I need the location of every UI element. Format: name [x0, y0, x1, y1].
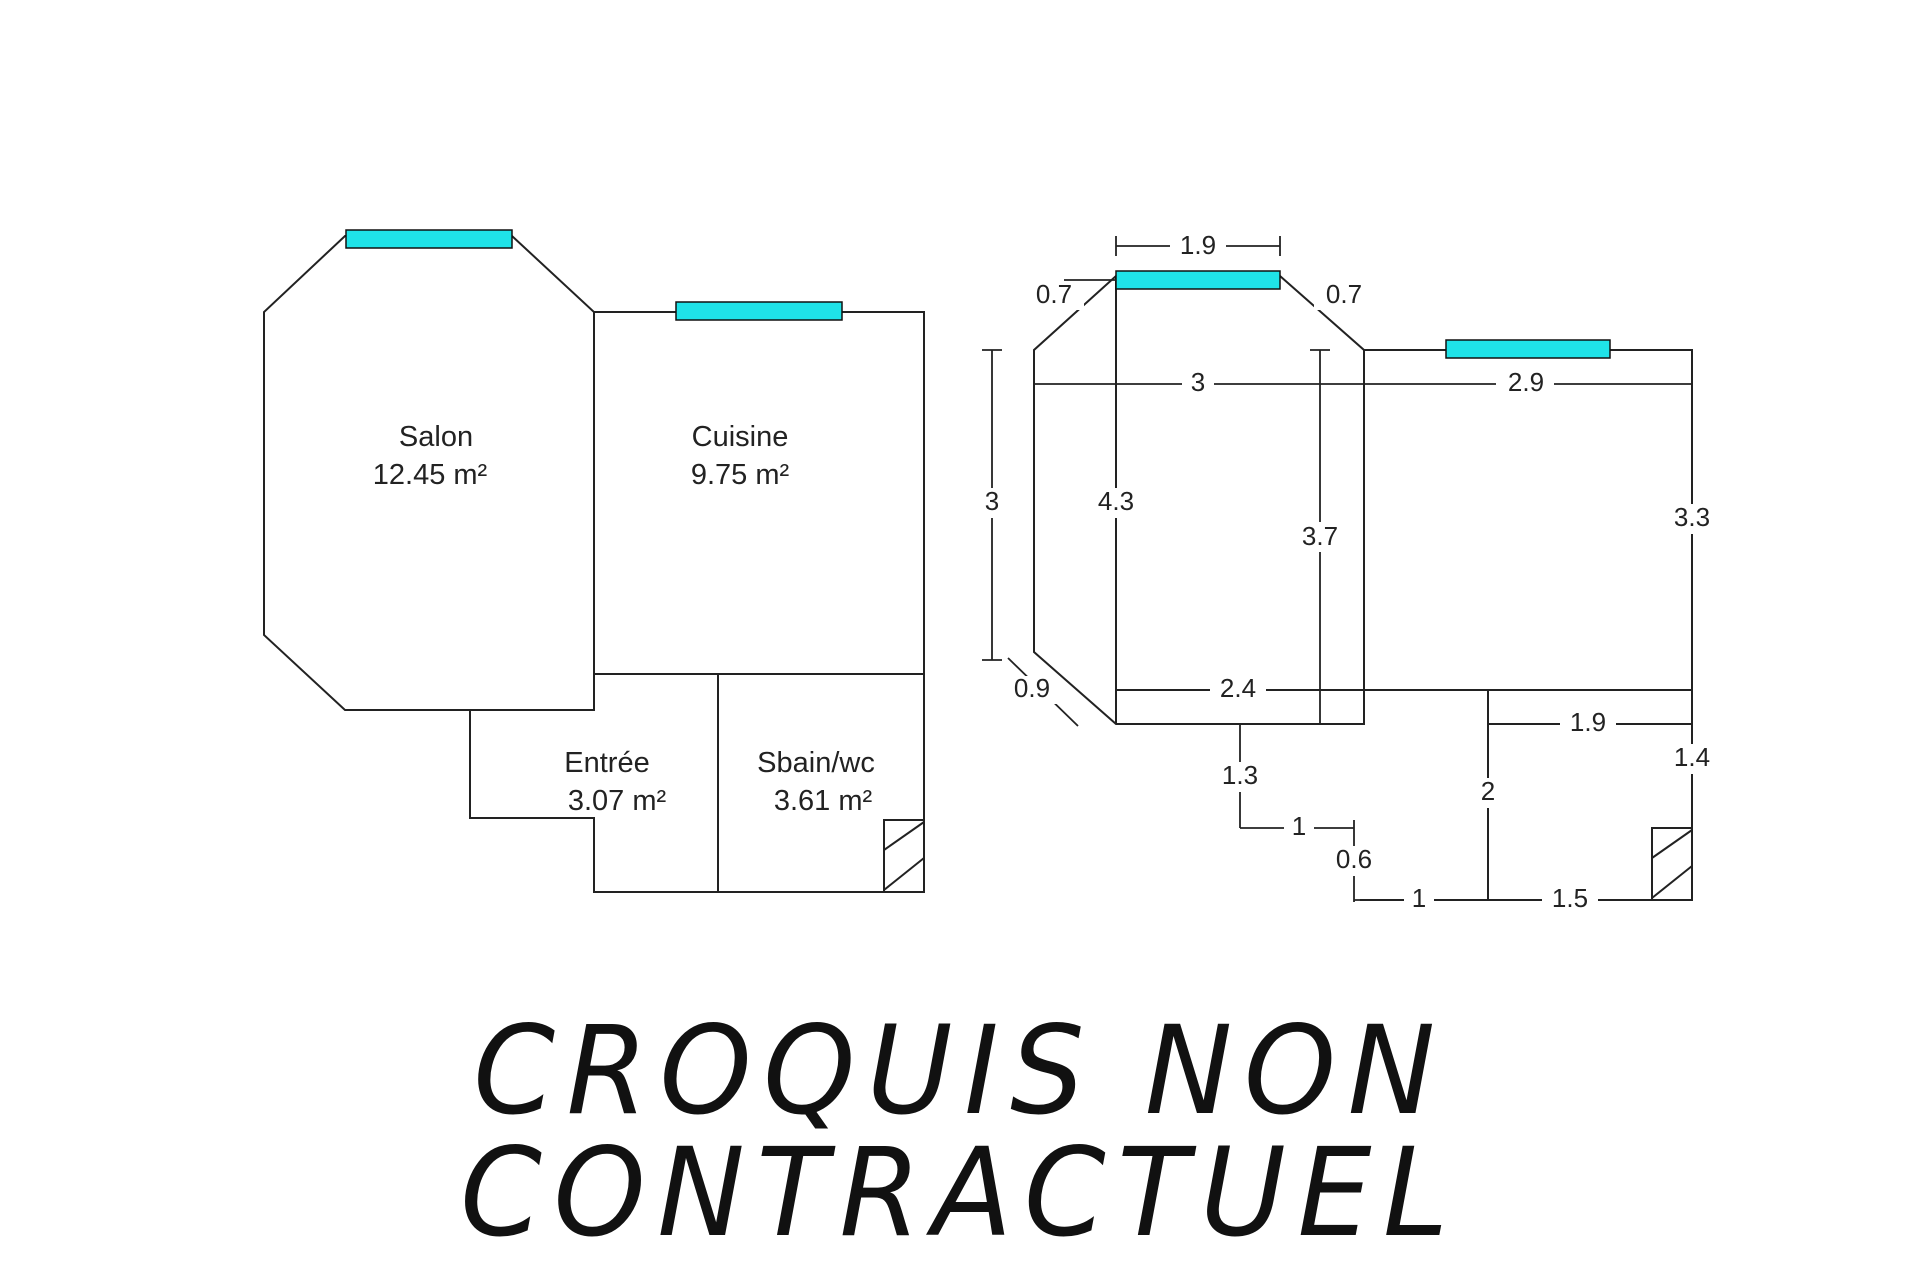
disclaimer-text: CROQUIS NON CONTRACTUEL	[460, 1000, 1460, 1264]
room-salon-name: Salon	[399, 421, 473, 453]
dim-cuisine-width: 2.9	[1508, 367, 1544, 397]
dim-entree-depth: 1.3	[1222, 760, 1258, 790]
dim-bay-left: 0.7	[1036, 279, 1072, 309]
dim-salon-bottom: 2.4	[1220, 673, 1256, 703]
dim-window-salon: 1.9	[1180, 230, 1216, 260]
dim-sdb-inner: 2	[1481, 776, 1495, 806]
dim-bay-bottom: 0.9	[1014, 673, 1050, 703]
dim-bottom-left: 1	[1412, 883, 1426, 913]
shower-dim-hatch	[1651, 827, 1693, 901]
salon-dim-walls	[1033, 275, 1365, 725]
dim-bay-right: 0.7	[1326, 279, 1362, 309]
room-sdb-name: Sbain/wc	[757, 747, 875, 779]
dim-entree-offset: 0.6	[1336, 844, 1372, 874]
room-entree-area: 3.07 m²	[568, 785, 667, 817]
room-cuisine-name: Cuisine	[692, 421, 789, 453]
dim-salon-side: 3	[985, 486, 999, 516]
room-entree-name: Entrée	[564, 747, 649, 779]
room-sdb-area: 3.61 m²	[774, 785, 873, 817]
dim-salon-width: 3	[1191, 367, 1205, 397]
room-salon-area: 12.45 m²	[373, 459, 488, 491]
dim-sdb-depth: 1.4	[1674, 742, 1710, 772]
salon-window	[345, 229, 513, 249]
dim-bottom-right: 1.5	[1552, 883, 1588, 913]
cuisine-window	[675, 301, 843, 321]
dim-salon-depth: 4.3	[1098, 486, 1134, 516]
dim-salon-inner: 3.7	[1302, 521, 1338, 551]
salon-dim-window	[1115, 270, 1281, 290]
room-cuisine-area: 9.75 m²	[691, 459, 790, 491]
dim-labels: 1.9 0.7 0.7 3 2.9 3 4.3 3.7 3.3 0.9 2.4 …	[978, 230, 1720, 914]
dim-entree-step: 1	[1292, 811, 1306, 841]
shower-hatch	[883, 819, 925, 893]
cuisine-dim-window	[1445, 339, 1611, 359]
dim-cuisine-depth: 3.3	[1674, 502, 1710, 532]
entree-walls	[469, 710, 924, 893]
dim-sdb-width: 1.9	[1570, 707, 1606, 737]
labeled-plan: Salon 12.45 m² Cuisine 9.75 m² Entrée 3.…	[263, 229, 925, 893]
dimension-plan: 1.9 0.7 0.7 3 2.9 3 4.3 3.7 3.3 0.9 2.4 …	[978, 230, 1720, 914]
